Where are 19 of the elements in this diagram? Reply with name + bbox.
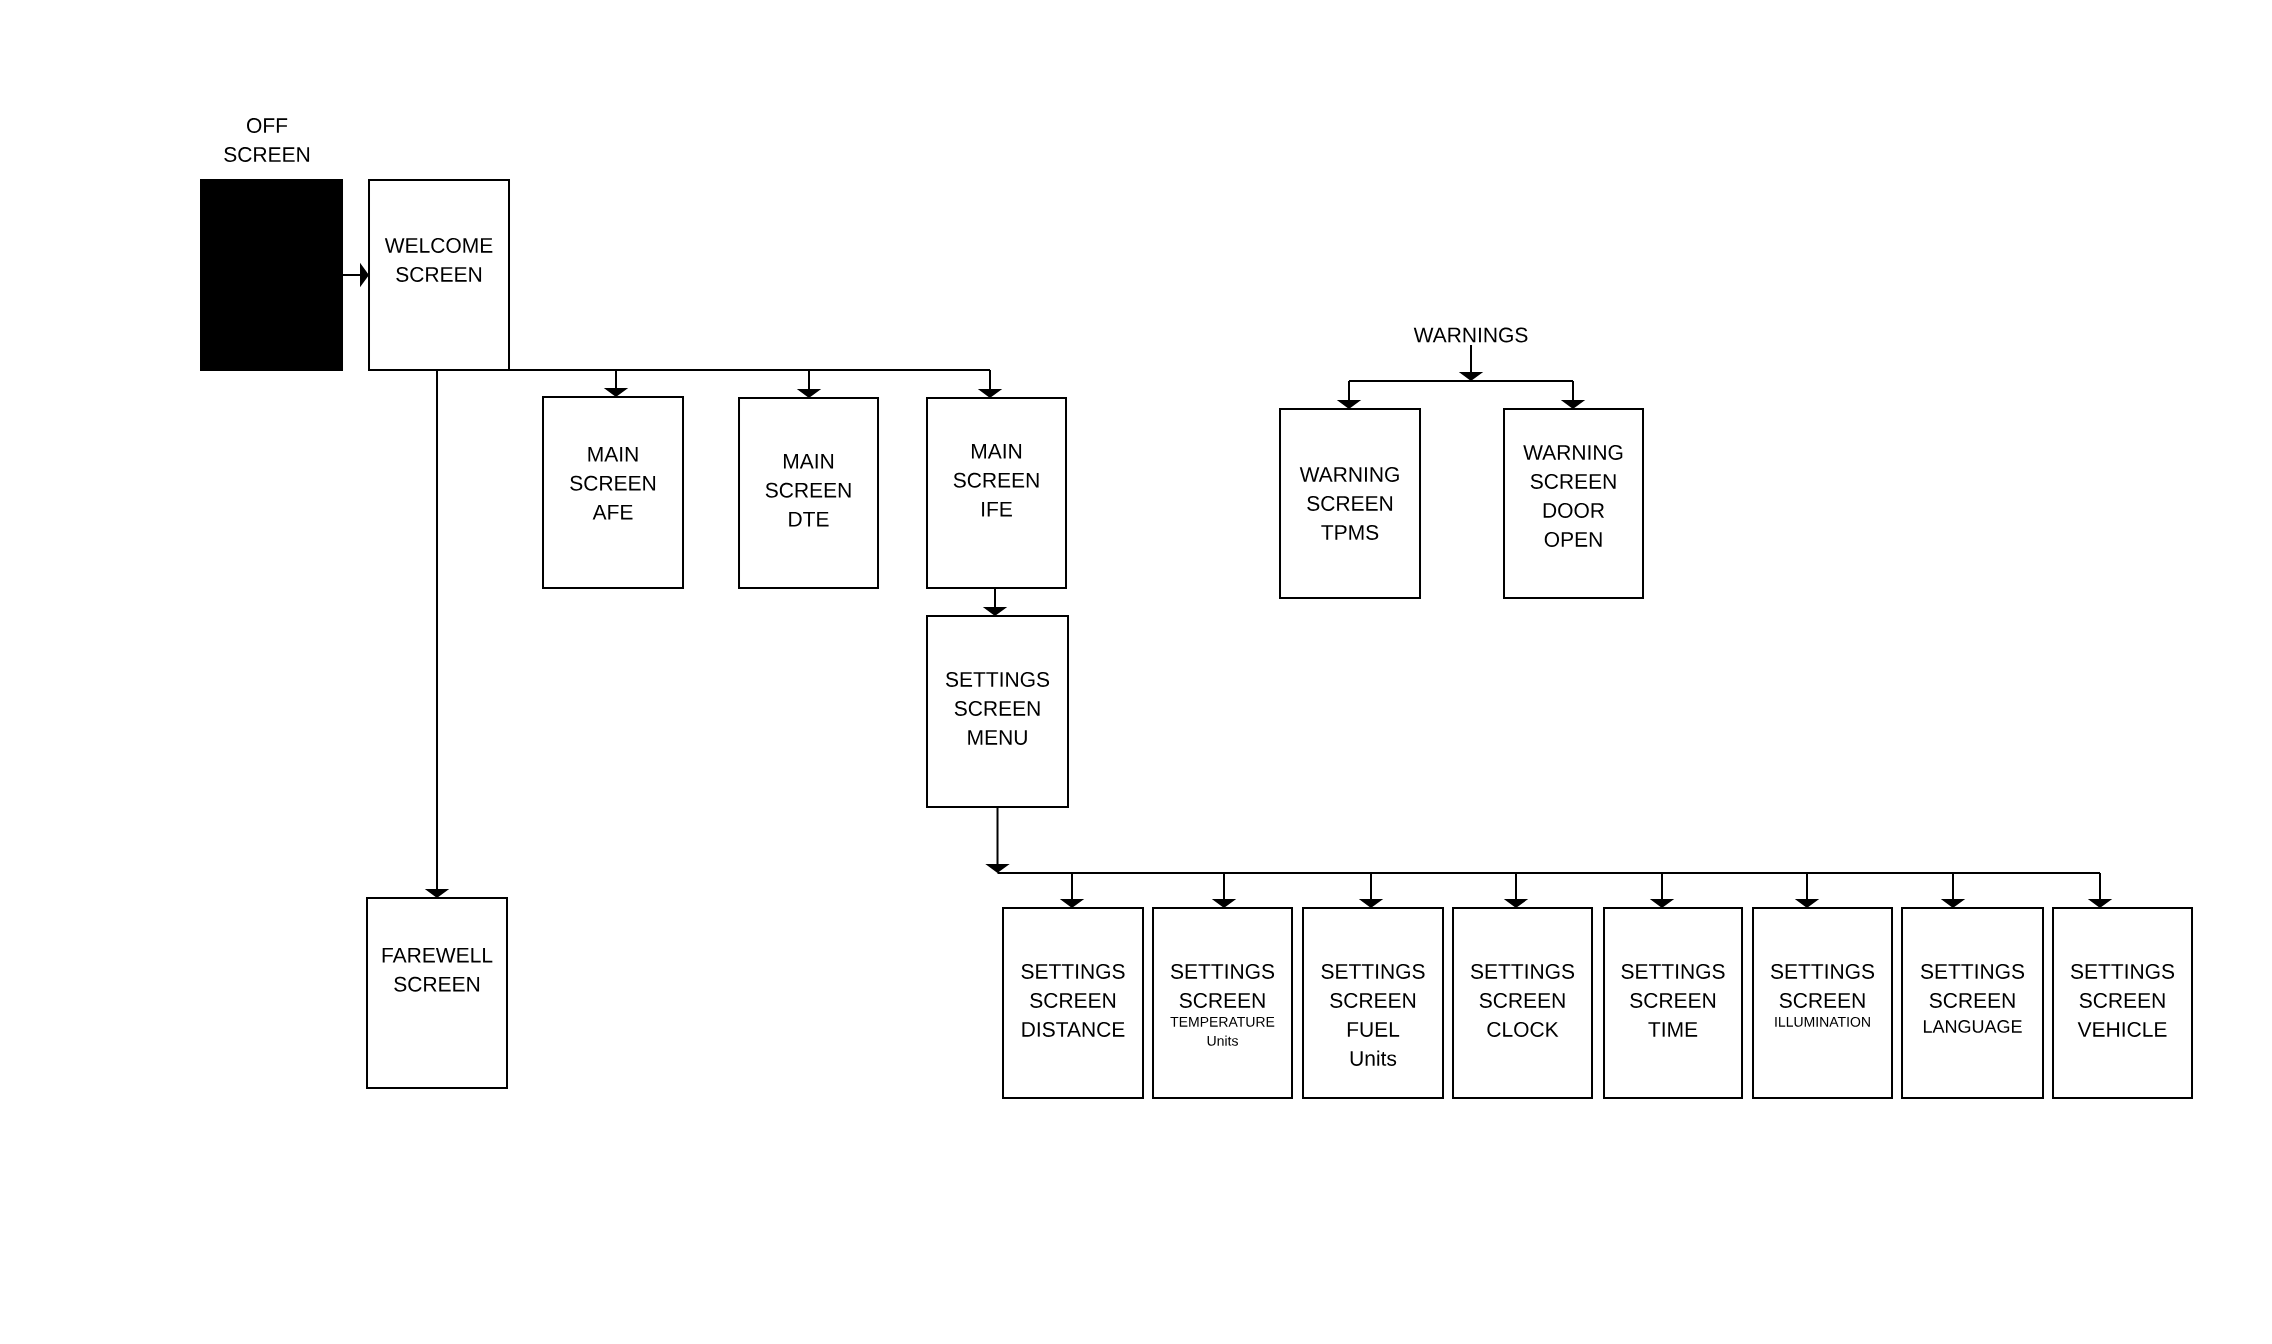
process-box: SETTINGS SCREEN VEHICLE (2052, 907, 2193, 1099)
process-box: SETTINGS SCREEN ILLUMINATION (1752, 907, 1893, 1099)
process-box: WARNING SCREEN TPMS (1279, 408, 1421, 599)
process-box: SETTINGS SCREEN TEMPERATURE Units (1152, 907, 1293, 1099)
process-box: MAIN SCREEN IFE (926, 397, 1067, 589)
process-box: MAIN SCREEN AFE (542, 396, 684, 589)
process-box: SETTINGS SCREEN TIME (1603, 907, 1743, 1099)
box-heading: OFF SCREEN (224, 118, 310, 162)
process-box: WARNING SCREEN DOOR OPEN (1503, 408, 1644, 599)
group-heading: WARNINGS (1413, 327, 1528, 343)
process-box: SETTINGS SCREEN MENU (926, 615, 1069, 808)
process-box: SETTINGS SCREEN DISTANCE (1002, 907, 1144, 1099)
arrow (1348, 344, 1574, 382)
process-box: SETTINGS SCREEN LANGUAGE (1901, 907, 2044, 1099)
process-box: MAIN SCREEN DTE (738, 397, 879, 589)
process-box: SETTINGS SCREEN CLOCK (1452, 907, 1593, 1099)
process-box: SETTINGS SCREEN FUEL Units (1302, 907, 1444, 1099)
process-box: WELCOME SCREEN (368, 179, 510, 371)
process-box: FAREWELL SCREEN (366, 897, 508, 1089)
